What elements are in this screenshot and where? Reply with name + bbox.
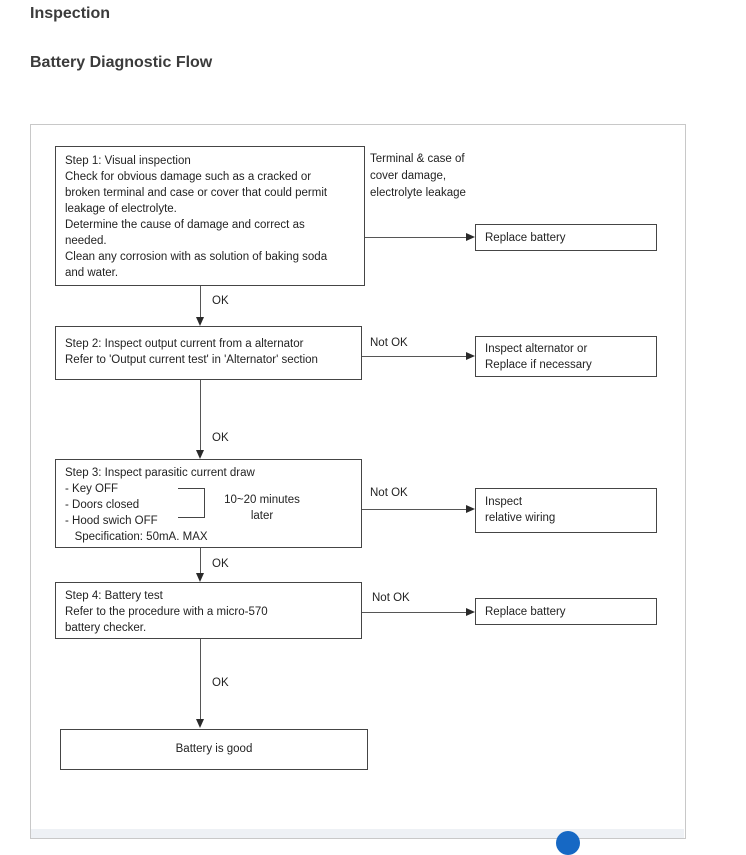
connector-step4-to-action4 <box>362 612 467 613</box>
flow-box-step4: Step 4: Battery test Refer to the proced… <box>55 582 362 639</box>
brace-top-tick <box>178 488 204 489</box>
step1-text: Step 1: Visual inspection Check for obvi… <box>65 155 328 279</box>
arrowhead-action1 <box>466 233 475 241</box>
arrowhead-step2 <box>196 317 204 326</box>
action2-text: Inspect alternator or Replace if necessa… <box>485 343 592 371</box>
result-text: Battery is good <box>175 743 253 755</box>
step3-timing-note: 10~20 minutes later <box>224 494 300 522</box>
flow-box-result: Battery is good <box>60 729 368 770</box>
step1-fail-cause-text: Terminal & case of cover damage, electro… <box>370 153 466 199</box>
page-title: Battery Diagnostic Flow <box>30 54 213 71</box>
arrowhead-step4 <box>196 573 204 582</box>
arrowhead-action4 <box>466 608 475 616</box>
flow-box-replace-battery-1: Replace battery <box>475 224 657 251</box>
flow-box-inspect-alternator: Inspect alternator or Replace if necessa… <box>475 336 657 377</box>
next-section-edge <box>31 829 684 838</box>
not-ok-label-3: Not OK <box>372 592 410 604</box>
ok-label-1: OK <box>212 295 229 307</box>
connector-step2-to-action2 <box>362 356 467 357</box>
not-ok-label-2: Not OK <box>370 487 408 499</box>
ok-label-2: OK <box>212 432 229 444</box>
ok-label-3: OK <box>212 558 229 570</box>
connector-step4-to-result <box>200 639 201 720</box>
connector-step2-to-step3 <box>200 380 201 451</box>
floating-action-button[interactable] <box>556 831 580 855</box>
not-ok-label-1: Not OK <box>370 337 408 349</box>
step4-text: Step 4: Battery test Refer to the proced… <box>65 590 268 634</box>
connector-step1-to-action1 <box>365 237 468 238</box>
arrowhead-action2 <box>466 352 475 360</box>
flow-box-step1: Step 1: Visual inspection Check for obvi… <box>55 146 365 286</box>
action4-text: Replace battery <box>485 606 566 618</box>
arrowhead-action3 <box>466 505 475 513</box>
action1-text: Replace battery <box>485 232 566 244</box>
arrowhead-result <box>196 719 204 728</box>
step2-text: Step 2: Inspect output current from a al… <box>65 338 318 366</box>
section-heading: Inspection <box>30 5 111 22</box>
action3-text: Inspect relative wiring <box>485 496 556 524</box>
brace-bottom-tick <box>178 517 204 518</box>
ok-label-4: OK <box>212 677 229 689</box>
connector-step3-to-action3 <box>362 509 467 510</box>
flow-box-replace-battery-2: Replace battery <box>475 598 657 625</box>
connector-step3-to-step4 <box>200 548 201 574</box>
brace-vertical <box>204 488 205 518</box>
flow-box-step2: Step 2: Inspect output current from a al… <box>55 326 362 380</box>
arrowhead-step3 <box>196 450 204 459</box>
flow-box-inspect-wiring: Inspect relative wiring <box>475 488 657 533</box>
step3-text: Step 3: Inspect parasitic current draw -… <box>65 467 255 543</box>
connector-step1-to-step2 <box>200 286 201 318</box>
flow-box-step3: Step 3: Inspect parasitic current draw -… <box>55 459 362 548</box>
